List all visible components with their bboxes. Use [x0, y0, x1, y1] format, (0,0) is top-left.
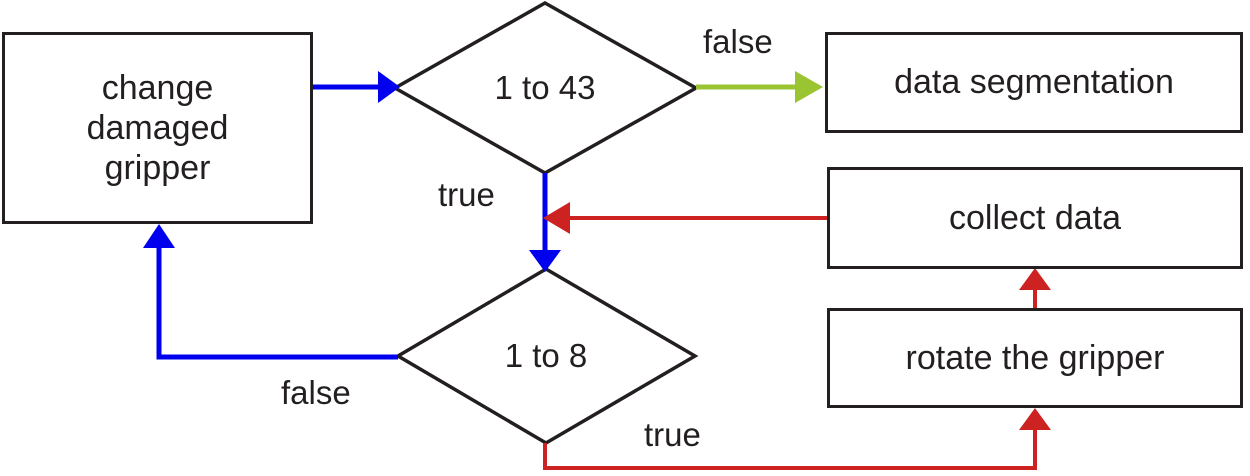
edge-gripper-to-loop43 — [313, 71, 400, 103]
node-label-line-3: gripper — [104, 149, 211, 188]
decision-label-1-to-43: 1 to 43 — [494, 69, 596, 106]
node-data-segmentation-label: data segmentation — [894, 63, 1174, 102]
edge-loop8-false-to-gripper — [143, 224, 398, 360]
edge-collect-data-to-loop8-branch — [543, 202, 827, 234]
edge-rotate-to-collect-data — [1019, 268, 1051, 308]
node-rotate-the-gripper-label: rotate the gripper — [905, 338, 1165, 377]
edge-label-false-top: false — [703, 23, 773, 60]
node-label-line-1: change — [101, 68, 214, 107]
edge-label-true-top: true — [438, 176, 495, 213]
node-change-damaged-gripper[interactable]: change damaged gripper — [2, 32, 313, 224]
edge-label-true-bottom: true — [644, 416, 701, 453]
node-change-damaged-gripper-label: change damaged gripper — [87, 68, 229, 188]
edge-loop8-true-to-rotate — [543, 408, 1051, 470]
node-collect-data[interactable]: collect data — [827, 167, 1243, 269]
edge-loop43-false-to-data-segmentation — [696, 71, 823, 103]
node-collect-data-label: collect data — [949, 198, 1121, 237]
edge-loop43-true-to-loop8 — [529, 173, 561, 272]
node-rotate-the-gripper[interactable]: rotate the gripper — [827, 308, 1243, 408]
decision-label-1-to-8: 1 to 8 — [504, 337, 588, 374]
edge-label-false-bottom: false — [281, 374, 351, 411]
node-data-segmentation[interactable]: data segmentation — [825, 32, 1243, 133]
node-label-line-2: damaged — [86, 108, 229, 147]
